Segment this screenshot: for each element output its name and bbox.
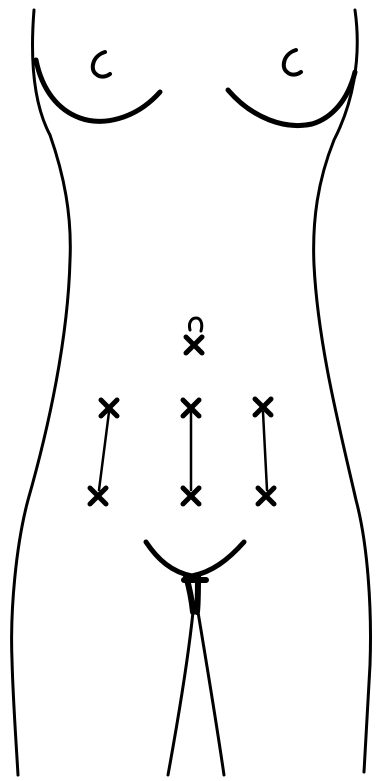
left-incision-line	[99, 412, 109, 490]
port-markers	[90, 337, 274, 504]
navel-ring	[189, 318, 201, 331]
right-inner-thigh	[198, 612, 224, 775]
left-breast-curve	[36, 60, 160, 121]
pubic-area	[184, 576, 206, 612]
right-torso-contour	[314, 10, 371, 772]
navel-marker	[186, 337, 202, 353]
umbilicus	[189, 318, 201, 331]
right-incision-line	[263, 412, 267, 490]
right-breast-curve	[228, 72, 355, 126]
incision-lines	[99, 412, 267, 490]
left-nipple-mark	[93, 52, 110, 77]
pubic-crease	[146, 542, 244, 576]
left-torso-contour	[12, 10, 71, 775]
right-nipple-mark	[284, 50, 301, 75]
groin	[146, 542, 244, 775]
chest	[36, 50, 355, 126]
left-inner-thigh	[168, 612, 193, 775]
